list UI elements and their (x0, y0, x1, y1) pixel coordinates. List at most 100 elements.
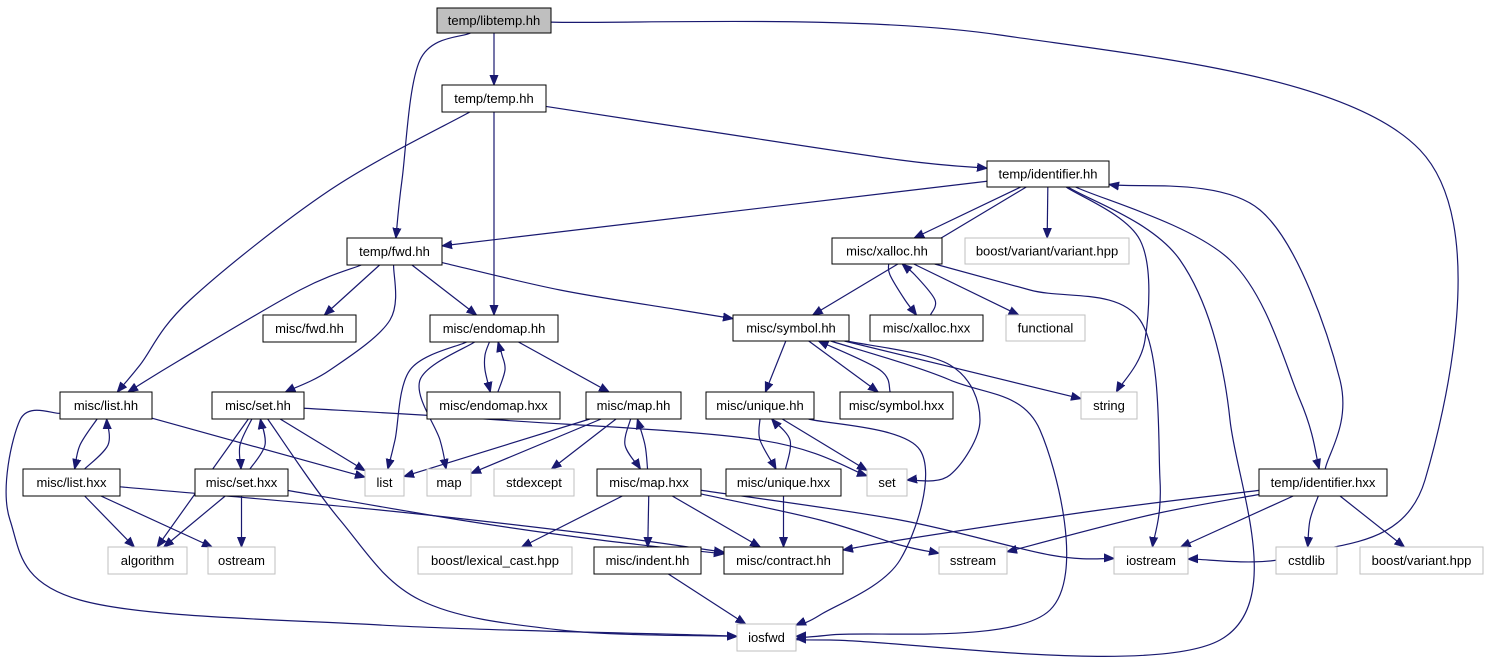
edge-map-to-stdmap (471, 418, 602, 474)
node-label: temp/identifier.hxx (1271, 475, 1376, 490)
node-label: set (878, 475, 896, 490)
edge-set-to-stdset (303, 407, 867, 476)
edge-maphxx-to-map (637, 419, 649, 470)
node-box (986, 160, 1110, 188)
node-label: string (1093, 398, 1125, 413)
edge-libtemp-to-fwd (396, 32, 471, 238)
edge-endomap-to-map (518, 341, 609, 392)
node-identifier[interactable]: temp/identifier.hh (986, 160, 1110, 188)
node-list[interactable]: misc/list.hh (59, 391, 153, 420)
node-label: iostream (1126, 553, 1176, 568)
node-box (1359, 546, 1484, 575)
node-temp[interactable]: temp/temp.hh (441, 84, 547, 113)
node-box (211, 391, 305, 420)
node-box (1275, 546, 1338, 575)
node-box (107, 546, 188, 575)
edge-identifier-to-xalloc (914, 186, 1022, 238)
node-identifierhxx[interactable]: temp/identifier.hxx (1258, 468, 1388, 497)
node-box (207, 546, 276, 575)
node-label: misc/xalloc.hxx (883, 321, 971, 336)
node-label: misc/symbol.hh (746, 321, 836, 336)
node-label: list (377, 475, 393, 490)
node-unique[interactable]: misc/unique.hh (705, 391, 815, 420)
node-label: misc/unique.hh (716, 398, 803, 413)
edge-xalloc-to-xallochxx (887, 263, 916, 315)
node-miscfwd[interactable]: misc/fwd.hh (262, 314, 357, 343)
node-contract[interactable]: misc/contract.hh (723, 546, 844, 575)
node-lexical: boost/lexical_cast.hpp (417, 546, 573, 575)
edge-listhxx-to-contract (119, 486, 724, 552)
node-xalloc[interactable]: misc/xalloc.hh (831, 237, 943, 265)
node-stdset: set (866, 468, 908, 497)
node-label: misc/set.hh (225, 398, 291, 413)
node-box (262, 314, 357, 343)
edge-identifierhxx-to-boostvariant (1339, 495, 1404, 547)
node-uniquehxx[interactable]: misc/unique.hxx (725, 468, 842, 497)
node-box (426, 468, 472, 497)
node-label: misc/endomap.hh (443, 321, 546, 336)
node-box (839, 391, 954, 420)
edge-symbol-to-string (844, 340, 1081, 399)
edge-maphxx-to-sstream (700, 493, 939, 553)
node-label: cstdlib (1288, 553, 1325, 568)
node-label: misc/symbol.hxx (849, 398, 945, 413)
node-box (705, 391, 815, 420)
node-algorithm: algorithm (107, 546, 188, 575)
edge-set-to-iosfwd (267, 418, 737, 636)
edge-fwd-to-endomap (411, 264, 477, 315)
node-listhxx[interactable]: misc/list.hxx (22, 468, 121, 497)
node-symbolhxx[interactable]: misc/symbol.hxx (839, 391, 954, 420)
edge-endomap-to-endomaphxx (484, 341, 490, 392)
edge-map-to-stdexcept (551, 418, 617, 469)
node-label: misc/unique.hxx (737, 475, 831, 490)
edge-endomap-to-stdmap (418, 341, 475, 469)
node-stdmap: map (426, 468, 472, 497)
node-fwd[interactable]: temp/fwd.hh (346, 237, 443, 266)
node-box (22, 468, 121, 497)
node-box (194, 468, 289, 497)
node-label: misc/fwd.hh (275, 321, 344, 336)
edge-list-to-listhxx (75, 418, 98, 469)
node-map[interactable]: misc/map.hh (585, 391, 682, 420)
node-endomap[interactable]: misc/endomap.hh (429, 314, 559, 343)
node-label: map (436, 475, 461, 490)
edge-temp-to-identifier (545, 105, 987, 168)
node-box (417, 546, 573, 575)
edge-endomap-to-stdlist (388, 341, 467, 469)
node-set[interactable]: misc/set.hh (211, 391, 305, 420)
node-label: temp/fwd.hh (359, 244, 430, 259)
edge-symbol-to-unique (764, 340, 787, 392)
node-box (1080, 391, 1138, 420)
node-box (964, 237, 1130, 265)
node-ostream: ostream (207, 546, 276, 575)
edge-listhxx-to-list (84, 419, 110, 470)
node-box (585, 391, 682, 420)
edge-identifier-to-string (1065, 186, 1150, 392)
node-label: misc/list.hh (74, 398, 138, 413)
edge-symbol-to-stdset (846, 340, 981, 481)
node-endomaphxx[interactable]: misc/endomap.hxx (426, 391, 561, 420)
node-sethxx[interactable]: misc/set.hxx (194, 468, 289, 497)
node-box (593, 546, 702, 575)
edge-set-to-stdlist (279, 418, 365, 471)
edge-symbol-to-iosfwd (796, 340, 1068, 637)
edge-maphxx-to-indent (648, 495, 649, 547)
node-box (732, 314, 850, 342)
node-label: algorithm (121, 553, 174, 568)
node-libtemp[interactable]: temp/libtemp.hh (436, 7, 552, 34)
node-xallochxx[interactable]: misc/xalloc.hxx (869, 314, 984, 342)
node-iostream: iostream (1113, 546, 1189, 575)
node-symbol[interactable]: misc/symbol.hh (732, 314, 850, 342)
edge-uniquehxx-to-unique (772, 419, 792, 470)
edge-maphxx-to-lexical (522, 495, 623, 547)
node-box (831, 237, 943, 265)
node-maphxx[interactable]: misc/map.hxx (596, 468, 702, 497)
node-box (869, 314, 984, 342)
edge-listhxx-to-ostream (100, 495, 212, 547)
edge-list-to-iosfwd (5, 409, 740, 636)
node-label: boost/variant/variant.hpp (976, 244, 1118, 259)
edge-list-to-stdlist (151, 417, 365, 477)
node-indent[interactable]: misc/indent.hh (593, 546, 702, 575)
node-boostvariant: boost/variant.hpp (1359, 546, 1484, 575)
node-box (1113, 546, 1189, 575)
